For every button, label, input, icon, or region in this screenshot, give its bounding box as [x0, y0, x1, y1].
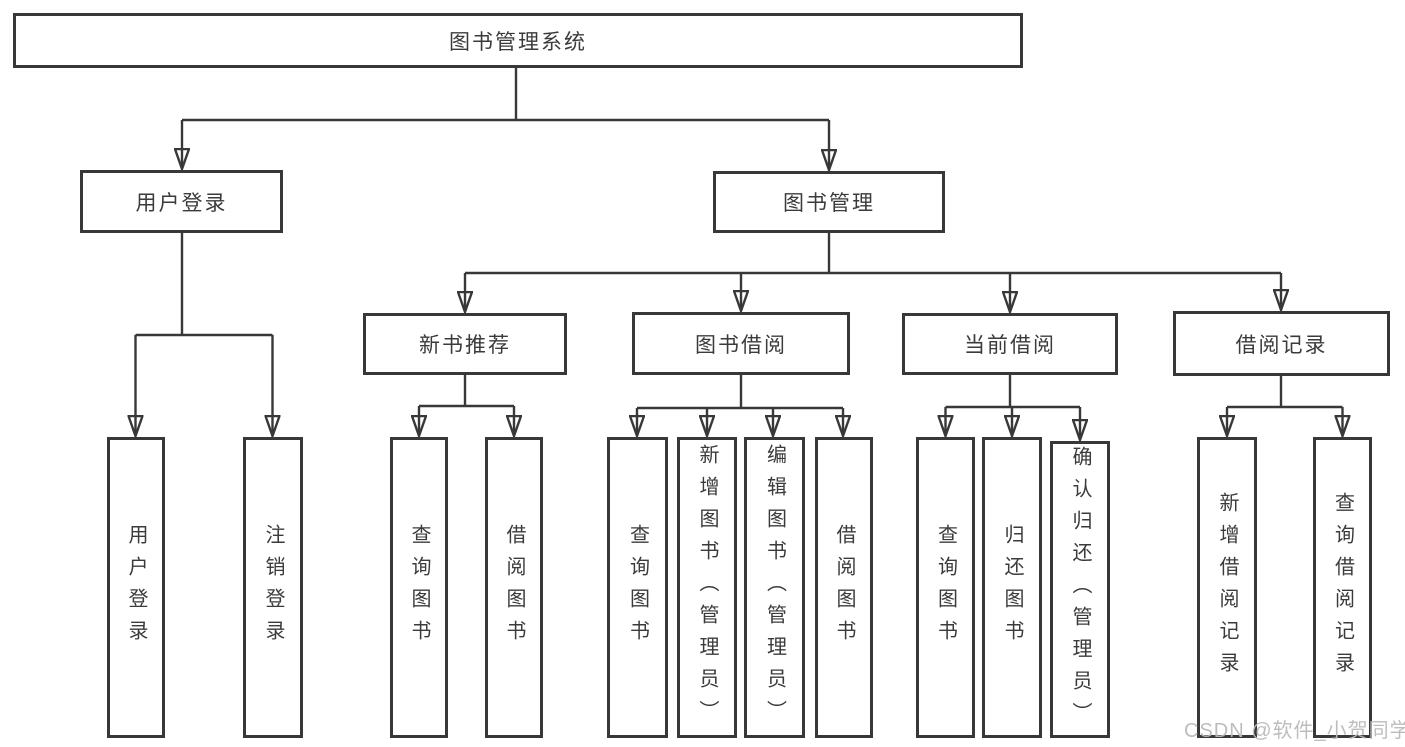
leaf-bb-borrow-books: 借阅图书	[815, 437, 873, 738]
leaf-bb-add-books-admin: 新增图书（管理员）	[677, 437, 737, 738]
node-library-management-system-label: 图书管理系统	[449, 30, 587, 54]
leaf-cb-return-books: 归还图书	[982, 437, 1042, 738]
leaf-user-login: 用户登录	[107, 437, 165, 738]
node-user-login-label: 用户登录	[135, 191, 228, 215]
node-current-borrowing: 当前借阅	[902, 313, 1118, 375]
leaf-br-add-record-label: 新增借阅记录	[1216, 491, 1238, 684]
leaf-logout-label: 注销登录	[262, 523, 284, 652]
leaf-cb-query-books-label: 查询图书	[934, 523, 957, 652]
leaf-bb-edit-books-admin: 编辑图书（管理员）	[744, 437, 805, 738]
leaf-bb-add-books-admin-label: 新增图书（管理员）	[696, 443, 718, 732]
node-user-login: 用户登录	[80, 170, 283, 233]
node-new-book-recommendation-label: 新书推荐	[419, 334, 511, 357]
leaf-bb-edit-books-admin-label: 编辑图书（管理员）	[763, 443, 786, 732]
leaf-bb-query-books: 查询图书	[607, 437, 668, 738]
leaf-nbr-query-books-label: 查询图书	[408, 523, 430, 652]
leaf-br-query-record-label: 查询借阅记录	[1331, 491, 1354, 684]
node-current-borrowing-label: 当前借阅	[964, 334, 1056, 357]
leaf-nbr-borrow-books: 借阅图书	[485, 437, 543, 738]
leaf-cb-confirm-return-admin: 确认归还（管理员）	[1050, 441, 1110, 738]
leaf-bb-borrow-books-label: 借阅图书	[833, 523, 855, 652]
node-library-management-system: 图书管理系统	[13, 13, 1023, 68]
leaf-bb-query-books-label: 查询图书	[626, 523, 649, 652]
leaf-user-login-label: 用户登录	[125, 523, 147, 652]
csdn-watermark: CSDN @软件_小贺同学	[1184, 720, 1405, 742]
leaf-nbr-query-books: 查询图书	[390, 437, 448, 738]
node-new-book-recommendation: 新书推荐	[363, 313, 567, 375]
leaf-cb-return-books-label: 归还图书	[1001, 523, 1023, 652]
leaf-cb-confirm-return-admin-label: 确认归还（管理员）	[1069, 445, 1091, 734]
node-book-management-label: 图书管理	[783, 192, 875, 215]
leaf-nbr-borrow-books-label: 借阅图书	[503, 523, 525, 652]
node-borrowing-records-label: 借阅记录	[1235, 333, 1328, 357]
leaf-br-add-record: 新增借阅记录	[1197, 437, 1257, 738]
node-book-borrowing: 图书借阅	[632, 312, 850, 375]
node-book-management: 图书管理	[713, 171, 945, 233]
node-borrowing-records: 借阅记录	[1173, 311, 1390, 376]
node-book-borrowing-label: 图书借阅	[695, 333, 787, 357]
leaf-br-query-record: 查询借阅记录	[1313, 437, 1372, 738]
leaf-logout: 注销登录	[243, 437, 303, 738]
leaf-cb-query-books: 查询图书	[916, 437, 975, 738]
